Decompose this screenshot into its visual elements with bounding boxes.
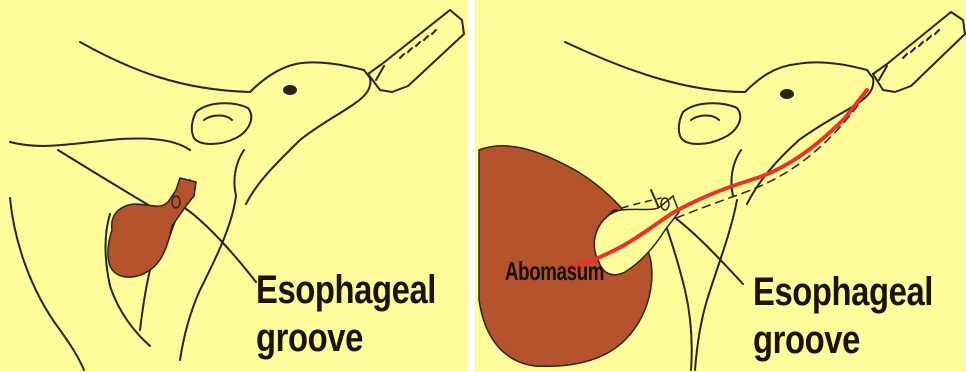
back-line: [80, 42, 250, 92]
ear: [192, 103, 251, 144]
eye: [780, 89, 794, 99]
bottle: [368, 10, 464, 92]
body-curve: [10, 198, 84, 370]
pointer-line: [182, 206, 256, 282]
diagram-panel-before: Esophageal groove: [0, 0, 468, 372]
abomasum-shape: [108, 178, 196, 277]
diagram-panel-after: Abomasum Esophageal groove: [475, 0, 966, 372]
esophageal-label-line2: groove: [256, 318, 363, 358]
esophageal-label-line1: Esophageal: [256, 270, 436, 310]
calf-drawing-bypass: [475, 0, 966, 372]
calf-drawing: [0, 0, 468, 372]
ear: [679, 103, 740, 144]
head-outline: [246, 62, 370, 204]
abomasum-label: Abomasum: [505, 258, 604, 284]
shoulder-line: [10, 138, 190, 150]
bottle: [873, 12, 965, 92]
esophageal-label-line2: groove: [753, 320, 860, 360]
eye: [283, 85, 297, 95]
esophageal-label-line1: Esophageal: [753, 272, 933, 312]
